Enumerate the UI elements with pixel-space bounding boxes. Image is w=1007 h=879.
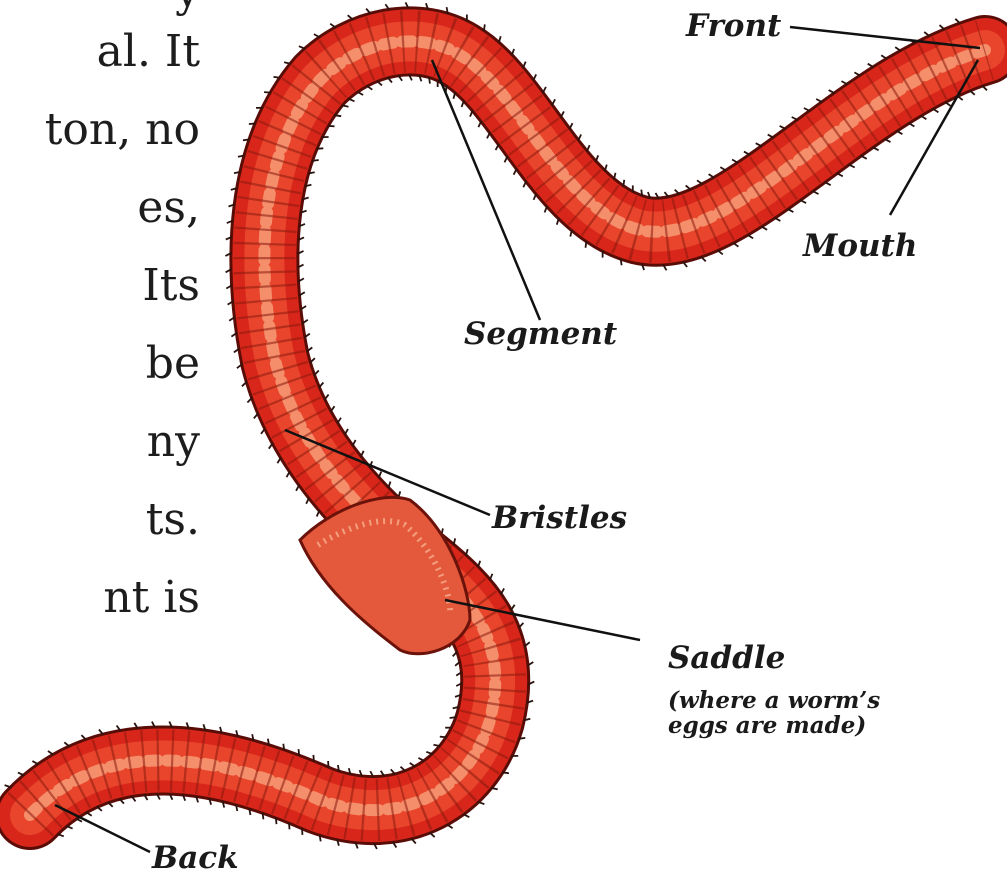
label-mouth: Mouth	[803, 228, 917, 264]
bristle-mark	[440, 737, 447, 738]
bristle-mark	[545, 206, 547, 212]
bristle-mark	[66, 826, 72, 829]
bristle-mark	[450, 717, 457, 718]
bristle-mark	[236, 804, 237, 811]
bristle-mark	[512, 49, 514, 55]
bristle-mark	[388, 482, 390, 488]
bristle-mark	[502, 773, 509, 774]
bristle-mark	[289, 823, 290, 830]
bristle-mark	[623, 180, 624, 187]
label-bristles: Bristles	[492, 500, 627, 536]
bristle-mark	[268, 739, 269, 746]
bristle-mark	[283, 744, 284, 751]
bristle-mark	[478, 802, 484, 804]
bristle-mark	[426, 752, 432, 754]
bristle-mark	[308, 172, 315, 173]
bristle-mark	[484, 24, 485, 31]
bristle-mark	[379, 472, 381, 478]
bristle-mark	[338, 765, 339, 772]
label-back: Back	[152, 840, 239, 876]
bristle-mark	[299, 46, 305, 49]
bristle-mark	[586, 241, 587, 248]
bristle-mark	[534, 194, 537, 200]
leader-line-back	[55, 805, 150, 852]
bristle-mark	[348, 99, 354, 102]
bristle-mark	[274, 77, 281, 78]
bristle-mark	[317, 510, 320, 516]
bristle-mark	[18, 773, 24, 776]
bristle-mark	[337, 418, 341, 424]
bristle-mark	[312, 160, 319, 161]
bristle-mark	[299, 749, 300, 756]
bristle-mark	[243, 139, 250, 140]
bristle-mark	[490, 574, 493, 580]
bristle-mark	[252, 734, 253, 741]
label-front: Front	[686, 8, 781, 44]
label-saddle-note-line-2: eggs are made)	[668, 713, 866, 738]
bristle-mark	[523, 62, 526, 68]
bristle-mark	[249, 808, 250, 815]
bristle-mark	[276, 818, 277, 825]
bristle-mark	[519, 738, 526, 739]
bristle-mark	[596, 155, 598, 161]
bristle-mark	[306, 498, 309, 504]
label-saddle-note-line-1: (where a worm’s	[668, 688, 880, 713]
bristle-mark	[478, 561, 480, 567]
bristle-mark	[462, 101, 464, 107]
bristle-mark	[263, 813, 264, 820]
bristle-mark	[320, 835, 321, 842]
bristle-mark	[587, 145, 590, 151]
bristle-mark	[249, 124, 256, 125]
bristle-mark	[641, 190, 642, 197]
bristle-mark	[621, 259, 622, 266]
bristle-mark	[470, 110, 473, 116]
bristle-mark	[317, 148, 324, 149]
bristle-mark	[238, 156, 245, 157]
bristle-mark	[335, 115, 342, 116]
bristle-mark	[447, 7, 448, 14]
bristle-mark	[429, 77, 430, 84]
bristle-mark	[264, 92, 271, 93]
label-saddle: Saddle	[668, 640, 785, 676]
bristle-mark	[313, 755, 314, 762]
label-segment: Segment	[464, 316, 617, 352]
